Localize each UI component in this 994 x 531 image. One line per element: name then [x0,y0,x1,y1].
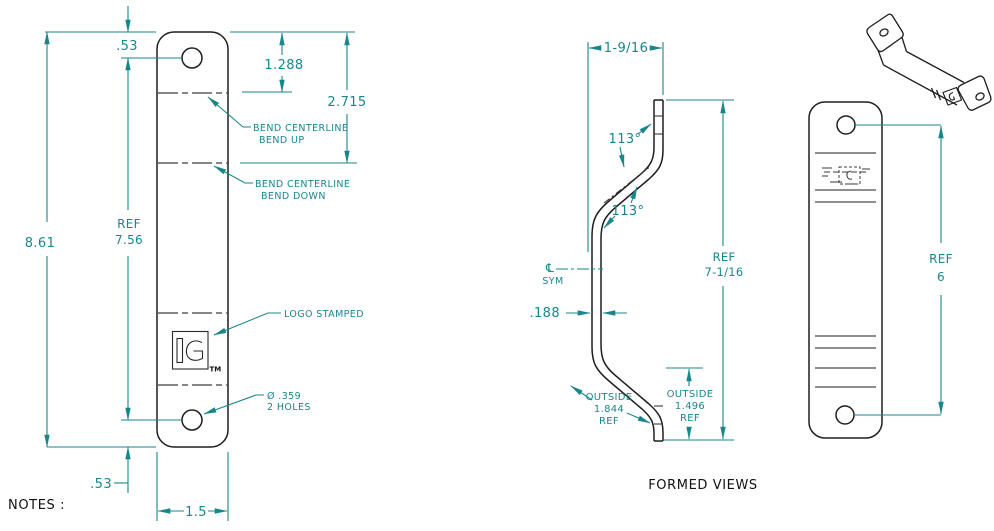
flat-top-hole [181,47,203,69]
dim-depth-text: 1-9/16 [604,41,649,56]
stamped-logo: TM [171,330,222,374]
dim-overall-height: 8.61 [25,31,56,448]
dim-formed-height-ref: REF 7-1/16 [664,99,743,441]
callout-holes-line2: 2 HOLES [267,402,311,413]
outside-left-line3: REF [599,416,619,427]
angle-upper-text: 113° [609,132,642,147]
callout-bend-down: BEND CENTERLINE BEND DOWN [213,165,350,202]
side-bend-centerline-marks [603,165,652,204]
dim-flat-width: 1.5 [157,505,228,520]
front-ref-label: REF [929,252,953,266]
formed-views-caption: FORMED VIEWS [648,478,758,493]
iso-flange-left-edge [877,49,885,66]
callout-bend-down-line2: BEND DOWN [261,191,326,202]
dim-top-offset-text: .53 [116,39,138,54]
iso-right-tab [957,75,992,111]
callout-bend-up-line1: BEND CENTERLINE [253,123,348,134]
notes-caption: NOTES : [8,498,65,513]
dim-thickness-text: .188 [529,306,560,321]
formed-front-view: REF 6 [808,101,953,439]
dim-top-hole-offset: .53 [116,6,138,54]
dim-top-to-bend2: 2.715 [327,32,366,164]
angle-lower-text: 113° [612,204,645,219]
iso-bend-tick1 [935,89,942,101]
outside-right-line1: OUTSIDE [667,389,714,400]
outside-right-line3: REF [680,413,700,424]
centerline-symbol-text: ℄ [545,261,554,275]
dim-angle-upper: 113° [609,123,652,168]
dim-bottom-hole-offset: .53 [90,446,131,493]
callout-logo-stamped: LOGO STAMPED [213,309,364,336]
dim-bottom-offset-text: .53 [90,477,112,492]
front-bend-tangent-lines [815,152,876,388]
callout-bend-up: BEND CENTERLINE BEND UP [207,96,348,146]
dim-formed-depth: 1-9/16 [587,41,664,252]
centerline-symmetry: ℄ SYM [542,261,603,287]
ref-height-line2: 7-1/16 [704,265,743,279]
dim-hole-span-formed: REF 6 [855,124,953,416]
iso-left-hole [879,28,889,37]
iso-right-hole [975,92,985,101]
outside-left-line2: 1.844 [594,404,624,415]
ref-height-line1: REF [713,250,736,264]
callout-holes-line1: Ø .359 [267,391,301,402]
dim-angle-lower: 113° [603,186,645,229]
flat-bottom-hole [181,409,203,431]
dim-overall-height-text: 8.61 [25,236,56,251]
callout-bend-up-line2: BEND UP [259,135,304,146]
front-top-hole [836,115,856,135]
flat-part-outline [156,31,229,448]
dim-thickness: .188 [529,306,627,321]
dim-bend1-text: 1.288 [264,58,303,73]
dim-top-to-bend1: 1.288 [264,32,303,93]
iso-left-tab [866,13,904,53]
iso-bend-tick2 [930,87,937,99]
formed-side-view: 1-9/16 113° 113° ℄ SYM .188 [529,41,743,442]
outside-right-line2: 1.496 [675,401,705,412]
logo-tm-text: TM [210,366,222,374]
iso-flange-right-edge [901,37,908,52]
ref-label-text: REF [117,217,141,231]
front-hidden-logo [822,166,870,185]
callout-logo-text: LOGO STAMPED [284,309,364,320]
front-bottom-hole [835,405,855,425]
iso-stamped-logo [942,86,963,106]
dim-hole-span-ref: REF 7.56 [115,57,143,421]
ref-value-text: 7.56 [115,233,143,247]
outside-left-line1: OUTSIDE [586,392,633,403]
iso-web-top-edge [906,50,965,84]
dim-outside-1496: OUTSIDE 1.496 REF [666,367,714,440]
sym-label-text: SYM [542,276,563,287]
front-ref-value: 6 [937,270,945,284]
side-profile-outer [600,100,664,441]
dim-bend2-text: 2.715 [327,95,366,110]
isometric-view [866,13,992,111]
front-part-outline [808,101,883,439]
dim-width-text: 1.5 [185,505,207,520]
callout-bend-down-line1: BEND CENTERLINE [255,179,350,190]
flat-pattern-view: TM 8.61 .53 REF 7.56 [25,6,366,521]
callout-holes: Ø .359 2 HOLES [203,391,311,415]
callout-outside-1844: OUTSIDE 1.844 REF [570,385,651,427]
